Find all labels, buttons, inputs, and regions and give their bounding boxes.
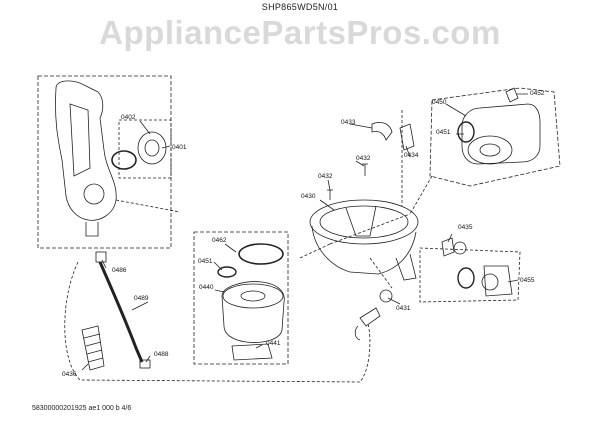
part-label: 0489 (134, 295, 149, 302)
screw-0432b (327, 189, 333, 200)
hose-clamp-upper (95, 251, 107, 263)
document-id: 58300000201925 ae1 000 b 4/6 (32, 405, 132, 412)
heater-seal (238, 243, 284, 265)
watermark: AppliancePartsPros.com (99, 14, 501, 51)
leader-lines (81, 93, 528, 371)
part-label: 0436 (62, 371, 77, 378)
part-label: 0452 (530, 90, 545, 97)
sump-inner-rim (319, 205, 409, 239)
valve-0435 (441, 237, 455, 257)
distribution-body (55, 80, 117, 221)
part-label: 0431 (396, 305, 411, 312)
screw-0432 (362, 163, 368, 176)
sump-body (311, 225, 417, 275)
part-label: 0486 (112, 267, 127, 274)
hose-clamp-lower (139, 359, 151, 369)
heater-element (231, 343, 273, 361)
check-valve-0431 (379, 289, 393, 303)
part-label: 0462 (212, 237, 227, 244)
drain-hose (98, 261, 144, 363)
drain-fitting (359, 307, 381, 327)
part-label: 0430 (301, 193, 316, 200)
hose-guide-line (64, 261, 371, 383)
heater-housing (221, 281, 285, 343)
connector-guide-lines (115, 199, 393, 289)
part-label: 0401 (172, 144, 187, 151)
o-ring (111, 150, 137, 170)
part-label: 0432 (356, 155, 371, 162)
sump-outlet (395, 253, 417, 281)
part-label: 0488 (154, 351, 169, 358)
sump-rim (309, 199, 419, 245)
part-label: 0434 (404, 152, 419, 159)
distribution-body-channel (69, 103, 91, 177)
part-label: 0402 (121, 114, 136, 121)
part-label: 0441 (266, 340, 281, 347)
pump-motor (461, 103, 541, 165)
drain-fitting-tip (354, 325, 361, 341)
assembly-guide-lines (299, 110, 433, 259)
group-box-0401 (37, 75, 172, 249)
valve-0435-body (453, 241, 467, 255)
heater-top (222, 283, 284, 309)
part-label: 0432 (318, 173, 333, 180)
pump-seal (457, 121, 475, 143)
heater-inlet (240, 290, 266, 302)
drain-pump-inlet (481, 273, 499, 291)
group-box-0450 (429, 87, 561, 187)
pump-inlet (479, 143, 501, 157)
cover-disc (137, 131, 167, 165)
pump-bracket-0452 (505, 87, 519, 103)
cover-disc-hub (144, 139, 160, 157)
corrugated-hose-ribs (83, 333, 104, 363)
group-box-0402 (118, 119, 172, 179)
part-label: 0440 (199, 284, 214, 291)
pump-volute (467, 135, 513, 165)
distribution-body-outlet (85, 222, 99, 237)
model-number: SHP865WD5N/01 (261, 2, 339, 12)
distribution-body-port (83, 183, 105, 205)
sump-center (345, 205, 377, 237)
clip-0433 (371, 122, 393, 141)
bracket-0434 (399, 123, 415, 151)
part-label: 0450 (432, 99, 447, 106)
part-label: 0451 (436, 129, 451, 136)
part-label: 0433 (341, 119, 356, 126)
part-label: 0451 (198, 258, 213, 265)
group-box-0440 (193, 231, 289, 365)
corrugated-hose (81, 325, 105, 371)
heater-o-ring (217, 266, 237, 278)
group-box-0455 (419, 247, 521, 303)
part-label: 0435 (458, 224, 473, 231)
drain-pump-seal (457, 267, 475, 289)
part-label: 0455 (520, 277, 535, 284)
drain-pump (483, 265, 513, 297)
